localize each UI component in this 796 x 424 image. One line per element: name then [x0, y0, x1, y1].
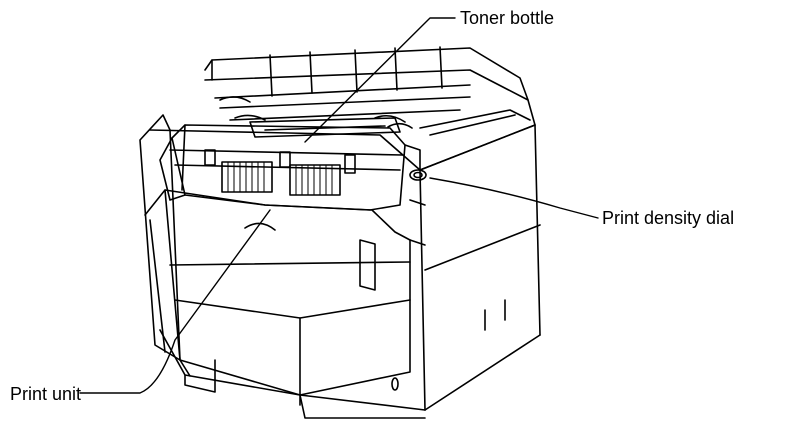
print-unit-label: Print unit: [10, 384, 82, 404]
print-density-dial-shape: [409, 169, 427, 181]
print-density-dial-label: Print density dial: [602, 208, 735, 228]
foot-hole: [391, 377, 399, 391]
print-unit-cartridge: [159, 124, 406, 211]
toner-bottle-label: Toner bottle: [460, 8, 555, 28]
leader-toner-bottle: [304, 17, 456, 143]
leader-print-density-dial: [429, 177, 599, 219]
front-door: [144, 189, 411, 396]
leader-print-unit: [79, 209, 271, 394]
leader-lines: [79, 17, 599, 394]
